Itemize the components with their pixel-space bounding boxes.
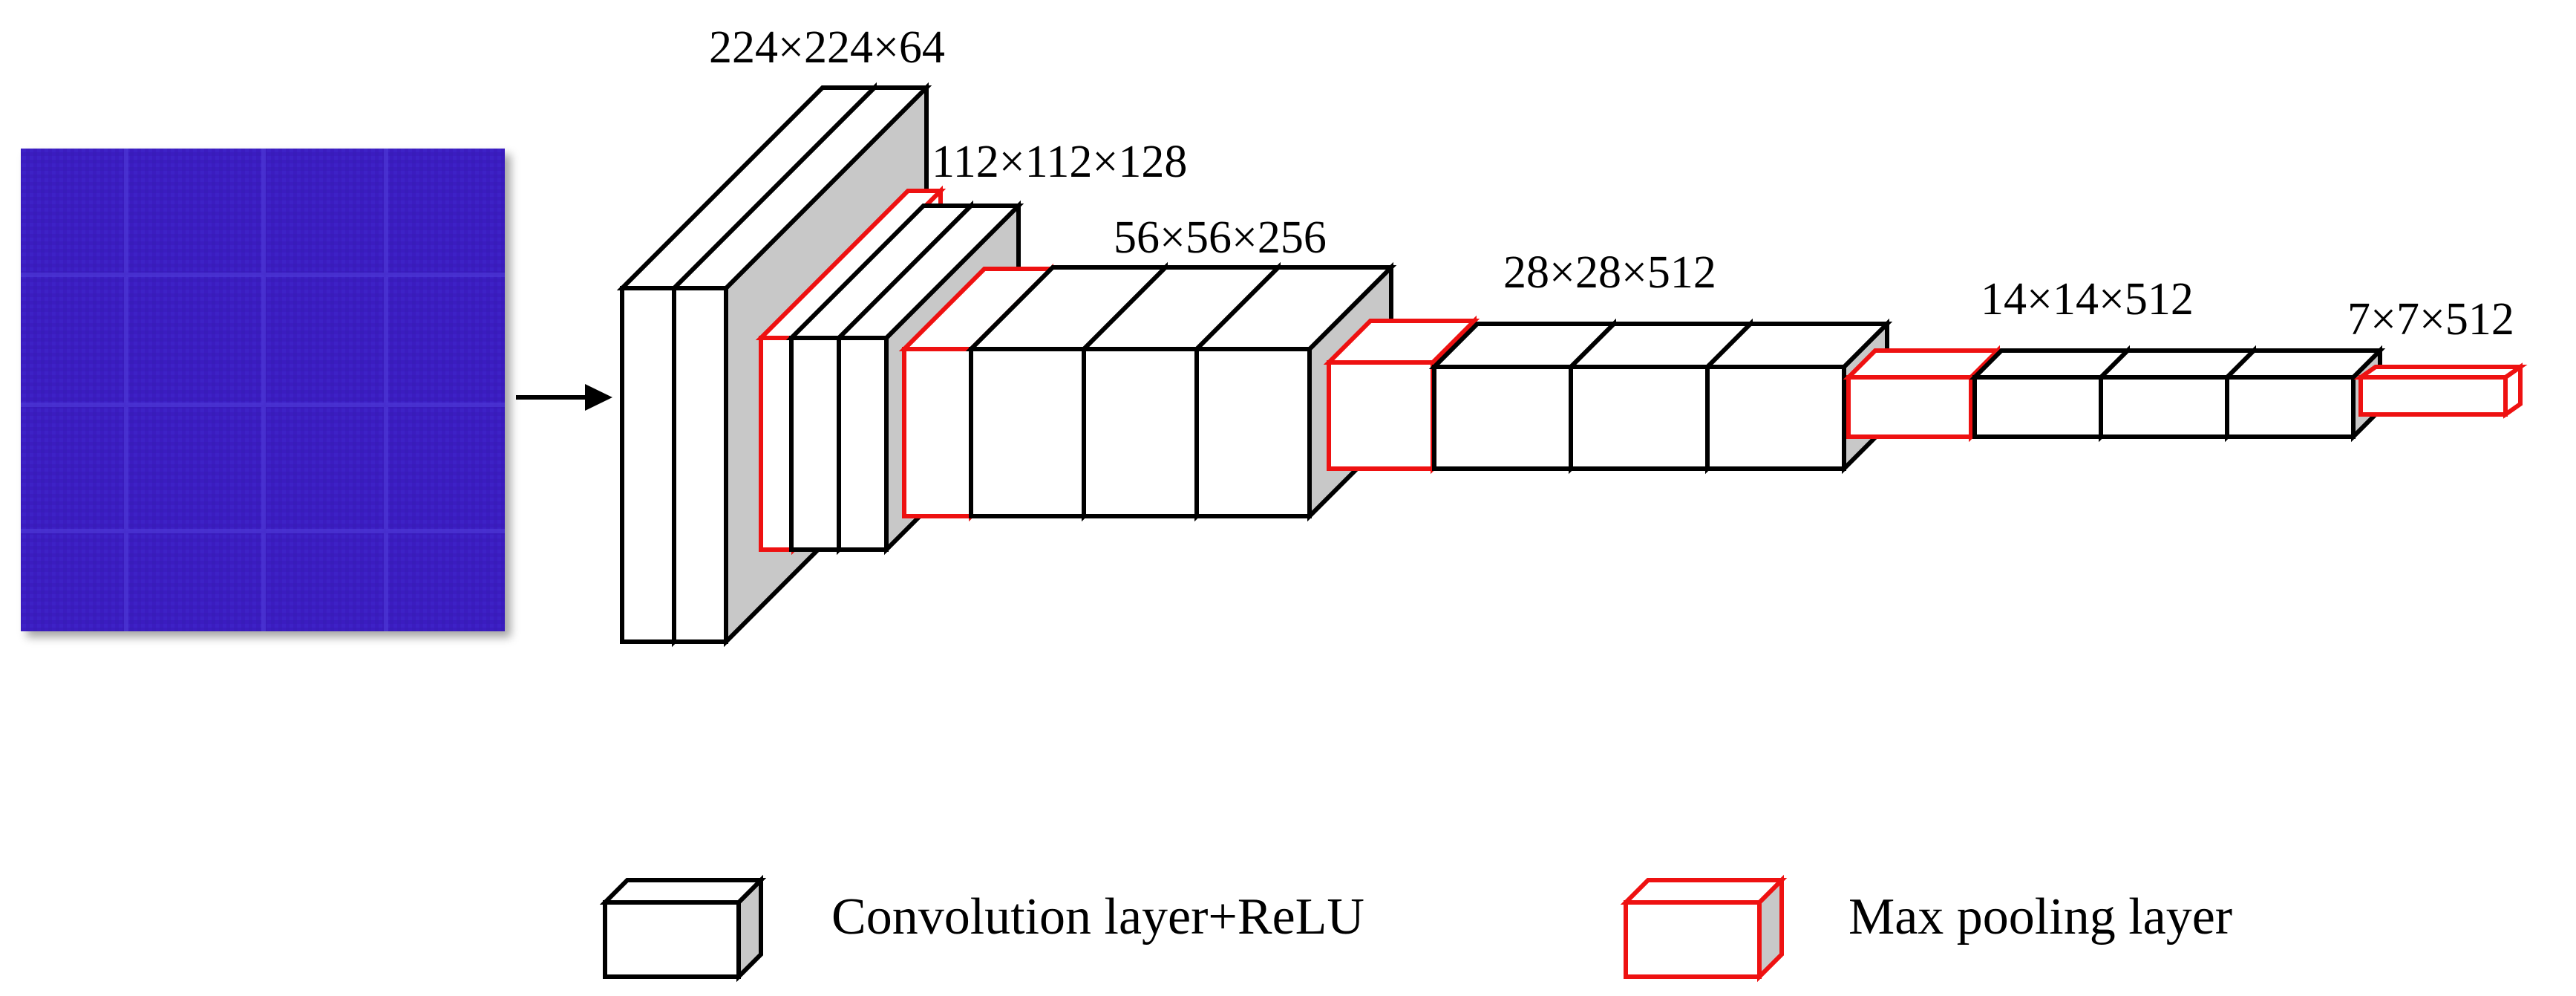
- legend: Convolution layer+ReLU Max pooling layer: [599, 874, 2232, 983]
- legend-conv-swatch: [599, 874, 767, 983]
- legend-conv-label: Convolution layer+ReLU: [831, 888, 1364, 945]
- stage-label-6: 7×7×512: [2347, 294, 2514, 345]
- stage-label-3: 56×56×256: [1114, 212, 1327, 263]
- stage-label-2: 112×112×128: [932, 137, 1187, 187]
- legend-pool-swatch: [1620, 874, 1788, 983]
- stage-label-4: 28×28×512: [1503, 247, 1716, 298]
- legend-conv-cuboid: [599, 874, 767, 983]
- pool-5: [2353, 362, 2528, 419]
- legend-pool-label: Max pooling layer: [1848, 888, 2232, 945]
- input-arrow: [516, 384, 612, 411]
- stage-labels: 224×224×64 112×112×128 56×56×256 28×28×5…: [709, 22, 2514, 345]
- legend-pool-cuboid: [1620, 874, 1788, 983]
- layer-stack: [616, 82, 2528, 648]
- input-image: [21, 149, 505, 631]
- conv-5-3: [2221, 345, 2386, 443]
- stage-label-1: 224×224×64: [709, 22, 945, 73]
- stage-label-5: 14×14×512: [1981, 274, 2194, 325]
